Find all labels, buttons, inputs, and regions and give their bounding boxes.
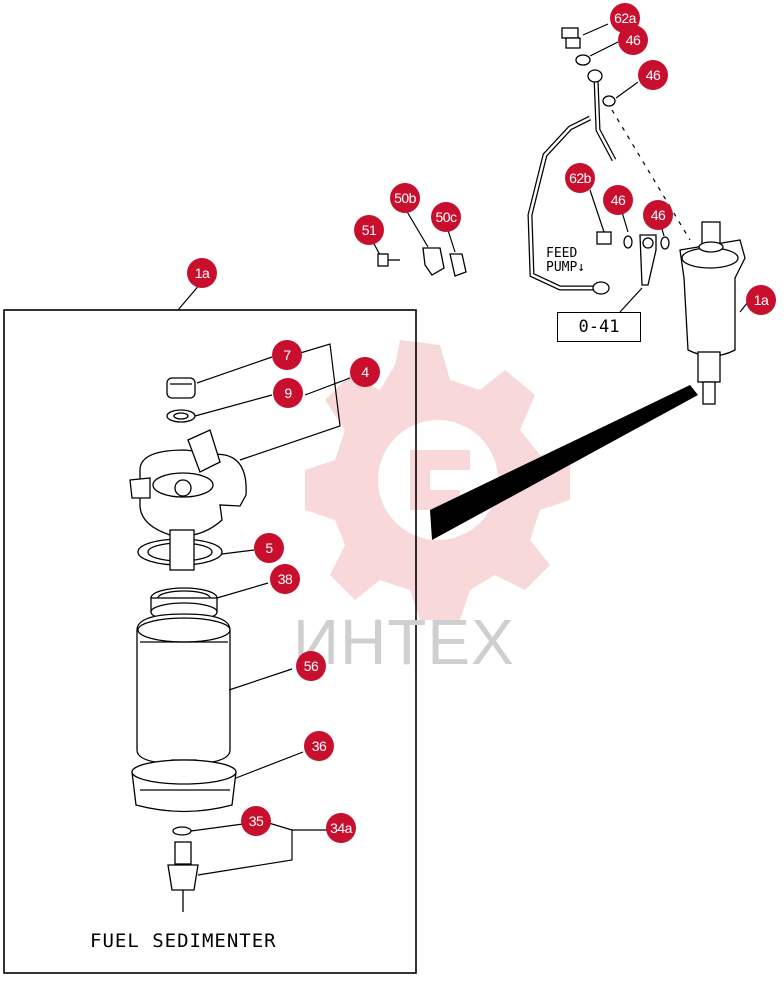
- callout-46[interactable]: 46: [618, 25, 648, 55]
- detail-frame: [3, 309, 417, 974]
- callout-7[interactable]: 7: [272, 340, 302, 370]
- callout-1a[interactable]: 1a: [187, 258, 217, 288]
- feed-label-line2: PUMP↓: [546, 260, 586, 275]
- diagram-caption: FUEL SEDIMENTER: [90, 930, 277, 952]
- callout-50b[interactable]: 50b: [390, 183, 420, 213]
- callout-51[interactable]: 51: [354, 215, 384, 245]
- feed-pump-label: FEED PUMP↓: [546, 247, 585, 275]
- callout-62b[interactable]: 62b: [565, 163, 595, 193]
- callout-4[interactable]: 4: [350, 357, 380, 387]
- callout-38[interactable]: 38: [270, 564, 300, 594]
- callout-56[interactable]: 56: [296, 651, 326, 681]
- callout-9[interactable]: 9: [273, 378, 303, 408]
- feed-label-line1: FEED: [546, 246, 578, 261]
- detail-arrow: [430, 385, 698, 540]
- callout-34a[interactable]: 34a: [326, 813, 356, 843]
- callout-50c[interactable]: 50c: [431, 202, 461, 232]
- watermark-text: ИНТЕХ: [293, 606, 515, 678]
- callout-36[interactable]: 36: [304, 731, 334, 761]
- callout-35[interactable]: 35: [241, 806, 271, 836]
- callout-1a[interactable]: 1a: [746, 285, 776, 315]
- callout-46[interactable]: 46: [638, 60, 668, 90]
- callout-5[interactable]: 5: [254, 533, 284, 563]
- callout-46[interactable]: 46: [603, 185, 633, 215]
- page-reference-box[interactable]: 0-41: [557, 312, 641, 342]
- callout-46[interactable]: 46: [643, 200, 673, 230]
